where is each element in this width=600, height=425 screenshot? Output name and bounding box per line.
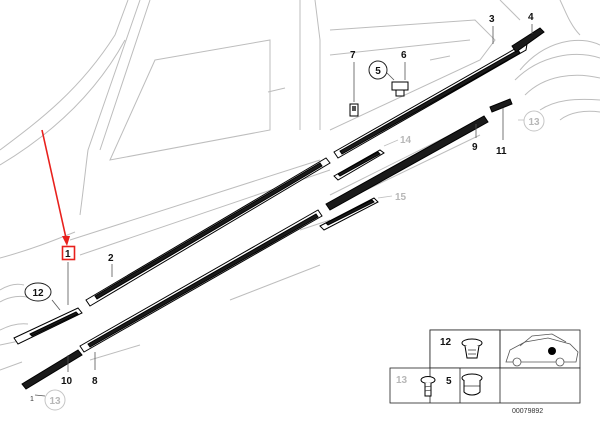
callout-4: 4: [528, 12, 534, 23]
car-thumbnail-icon: [505, 333, 579, 367]
callout-11: 11: [496, 146, 507, 157]
callout-9: 9: [472, 142, 478, 153]
callout-3: 3: [489, 14, 495, 25]
inset-label-13: 13: [396, 375, 408, 386]
inset-label-12: 12: [440, 337, 452, 348]
push-clip-icon: [461, 338, 483, 359]
callout-2: 2: [108, 253, 114, 264]
screw-icon: [420, 376, 436, 397]
inset-label-5: 5: [446, 376, 452, 387]
clip-part-6: [391, 81, 409, 97]
callout-5-circle: 5: [368, 60, 388, 80]
callout-1: 1: [65, 249, 71, 260]
part-1-highlight-box: [61, 245, 76, 261]
callout-13-front-circle: 13: [44, 389, 66, 411]
callout-14: 14: [400, 135, 412, 146]
inset-panel: 12 13 5 0007: [389, 329, 581, 415]
grommet-icon: [461, 373, 483, 396]
callout-7: 7: [350, 50, 356, 61]
callout-13-rear: 13: [528, 117, 540, 128]
red-arrow-icon: [41, 129, 70, 246]
callout-13-front: 13: [49, 396, 61, 407]
callout-13-rear-circle: 13: [523, 110, 545, 132]
moulding-strips: [13, 27, 545, 390]
leader-lines: [34, 24, 533, 397]
doc-number: 00079892: [512, 408, 543, 415]
clip-part-7: [349, 103, 359, 117]
callout-12-circle: 12: [24, 282, 52, 302]
callout-6: 6: [401, 50, 407, 61]
callout-8: 8: [92, 376, 98, 387]
callout-10: 10: [61, 376, 73, 387]
callout-5: 5: [375, 66, 381, 77]
small-mark-1: 1: [30, 396, 34, 403]
callout-12: 12: [32, 288, 44, 299]
callout-15: 15: [395, 192, 407, 203]
